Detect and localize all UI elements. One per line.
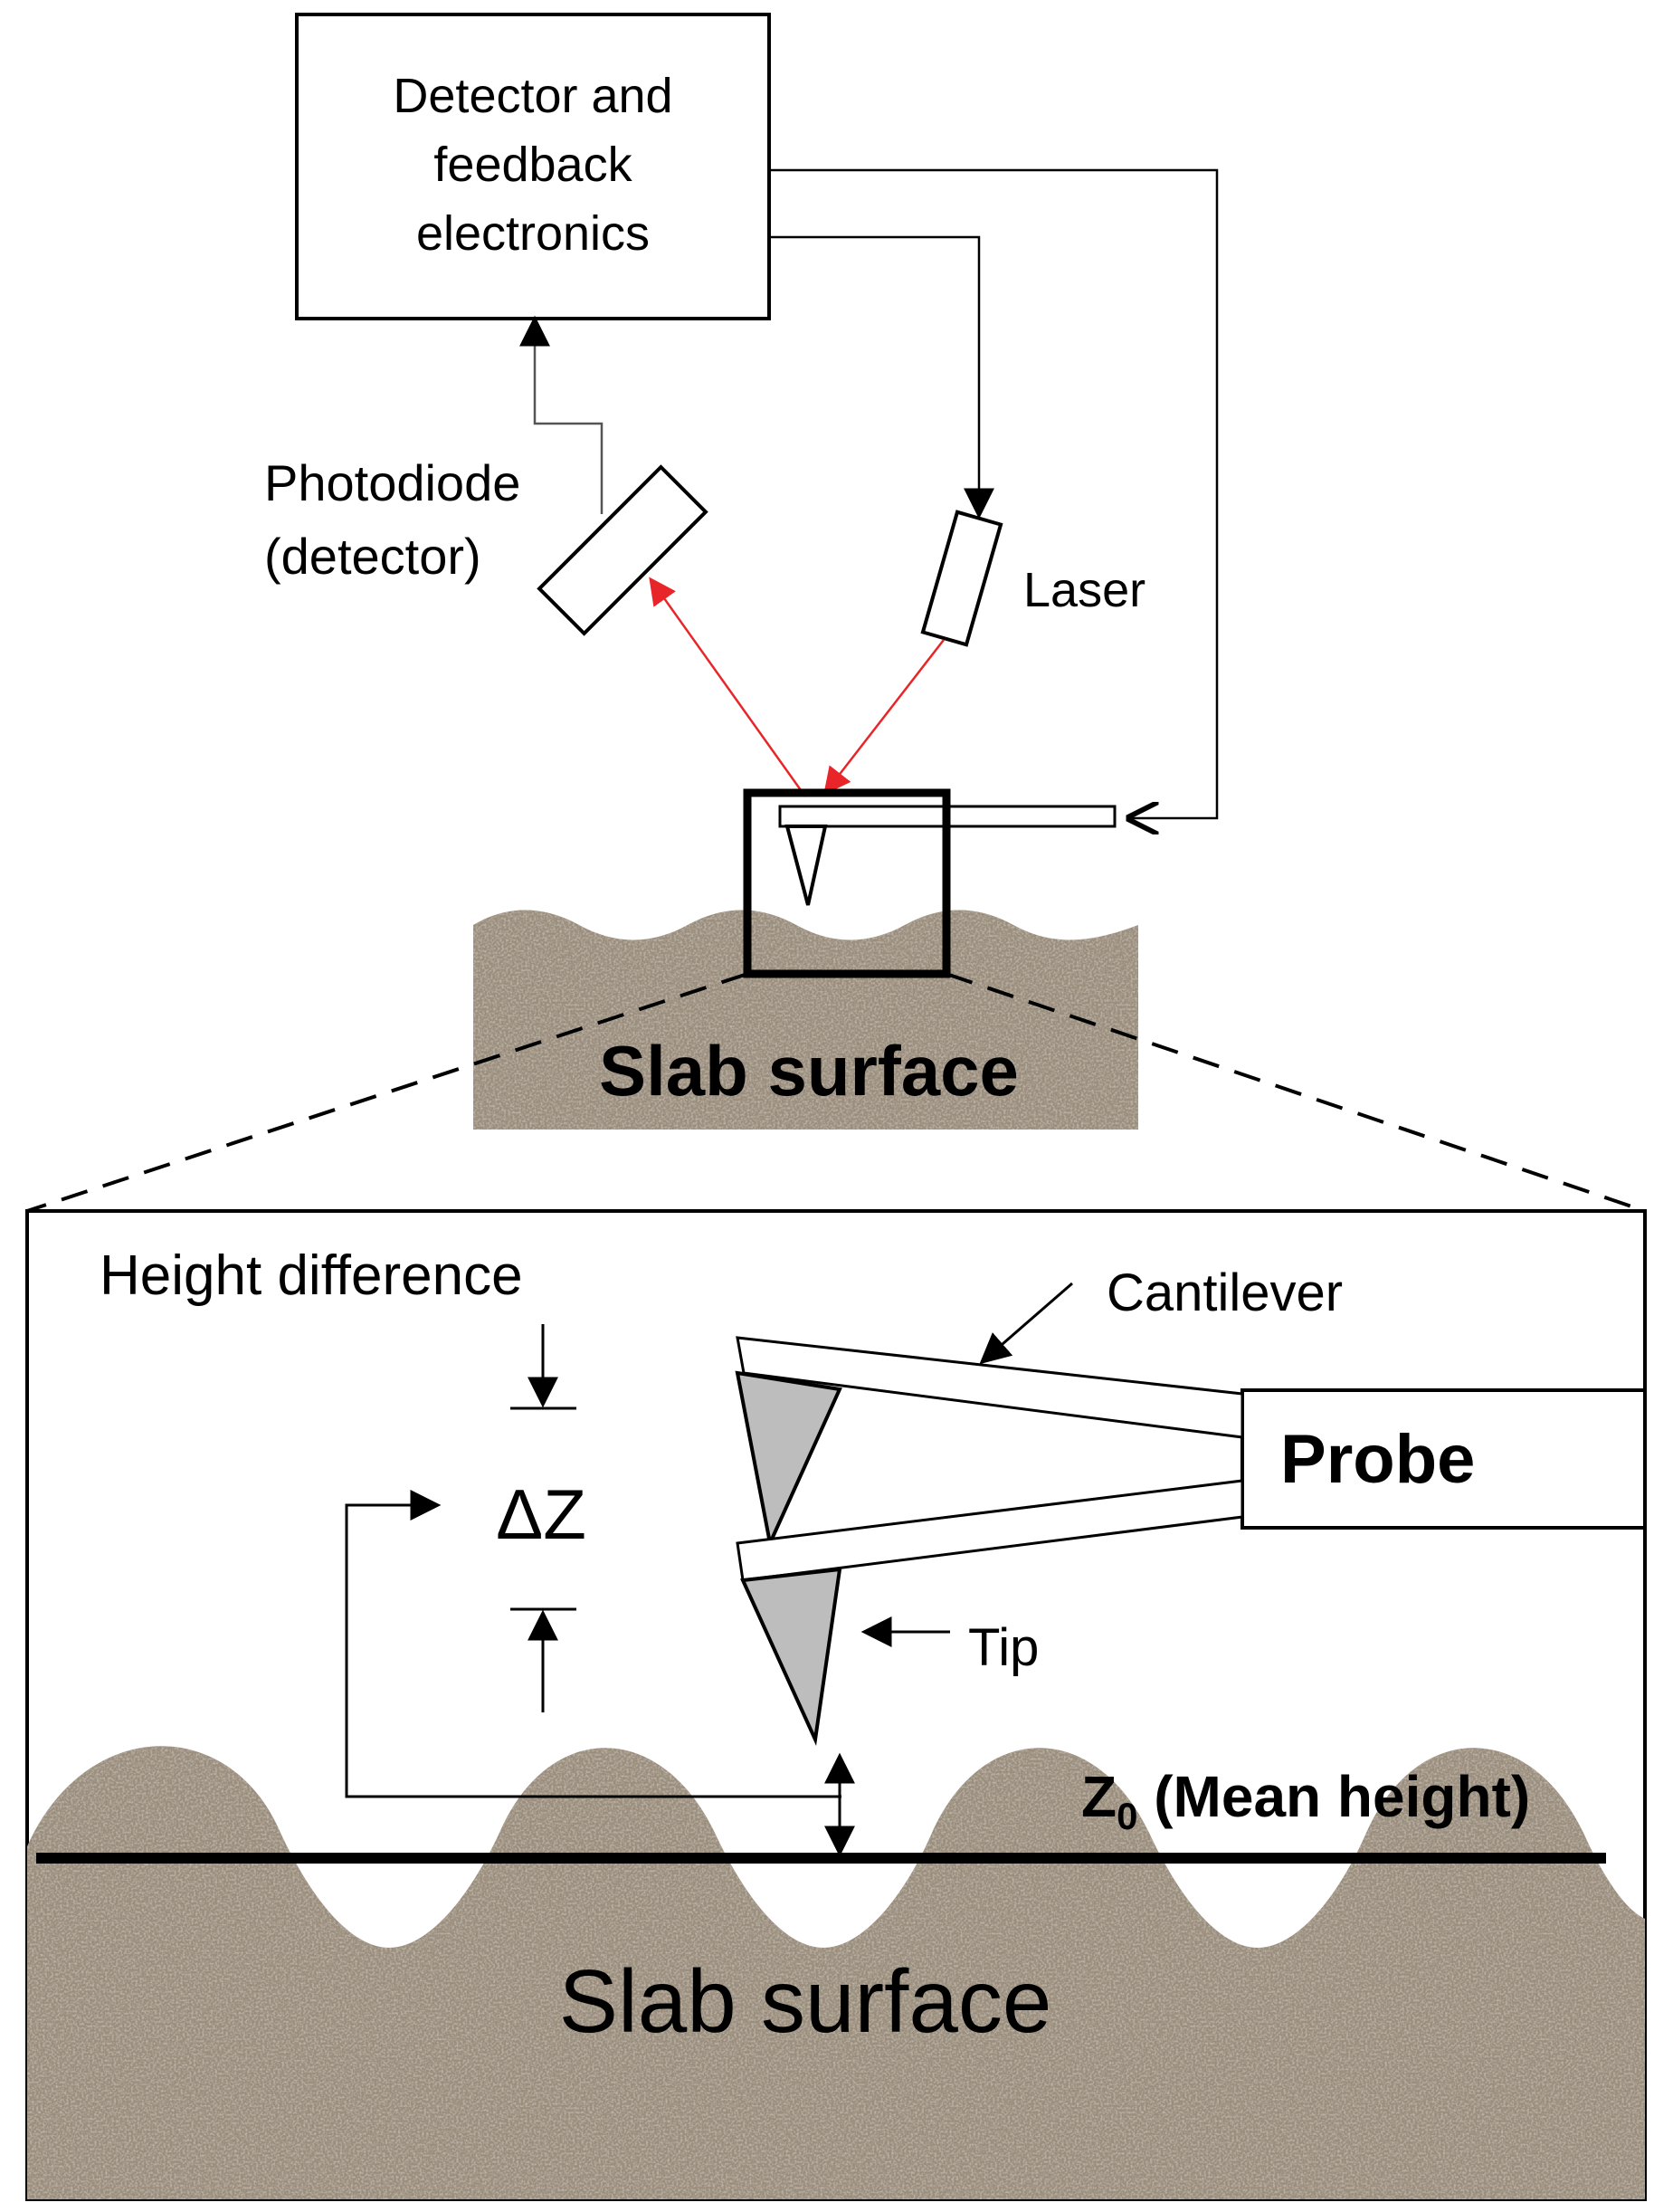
probe-label: Probe (1280, 1421, 1475, 1498)
laser-label: Laser (1023, 563, 1145, 617)
photodiode-label-line2: (detector) (264, 528, 481, 585)
mean-height-label: Z0 (Mean height) (1081, 1764, 1530, 1837)
photodiode-shape (537, 464, 708, 636)
detail-slab-surface (27, 1746, 1645, 2199)
laser-shape (920, 510, 1003, 647)
controller-label-line2: feedback (433, 138, 632, 192)
detail-surface-label: Slab surface (559, 1951, 1052, 2051)
signal-line-to-laser (769, 235, 994, 520)
probe-block (1240, 1388, 1647, 1530)
signal-line-from-photodiode (519, 315, 604, 514)
zoom-projection-right (946, 972, 1646, 1213)
cantilever-lower (736, 1479, 1244, 1582)
signal-line-to-cantilever (769, 168, 1219, 818)
zoom-frame (743, 788, 951, 978)
tip-lower (740, 1567, 842, 1747)
controller-box: Detector and feedback electronics (295, 13, 771, 320)
laser-beam-incident (823, 639, 945, 796)
tip-label: Tip (968, 1618, 1039, 1677)
controller-label-line3: electronics (416, 206, 650, 261)
mean-height-subscript: 0 (1117, 1795, 1137, 1837)
controller-label-line1: Detector and (393, 69, 672, 123)
mean-height-symbol: Z (1081, 1764, 1117, 1829)
overview-surface-label: Slab surface (599, 1031, 1019, 1111)
height-difference-label: Height difference (100, 1244, 523, 1307)
zoom-projection-left (26, 972, 748, 1213)
photodiode-label-line1: Photodiode (264, 454, 520, 511)
cantilever-upper (736, 1336, 1244, 1439)
delta-z-label: ΔZ (496, 1474, 586, 1554)
tip-upper (735, 1370, 842, 1549)
laser-beam-reflected (649, 577, 807, 797)
cantilever-pointer (979, 1282, 1073, 1365)
feedback-loop-line (345, 1490, 841, 1798)
overview-slab-surface (473, 910, 1138, 1130)
mean-height-text: (Mean height) (1137, 1764, 1530, 1829)
overview-tip (784, 825, 828, 906)
cantilever-label: Cantilever (1107, 1263, 1343, 1322)
